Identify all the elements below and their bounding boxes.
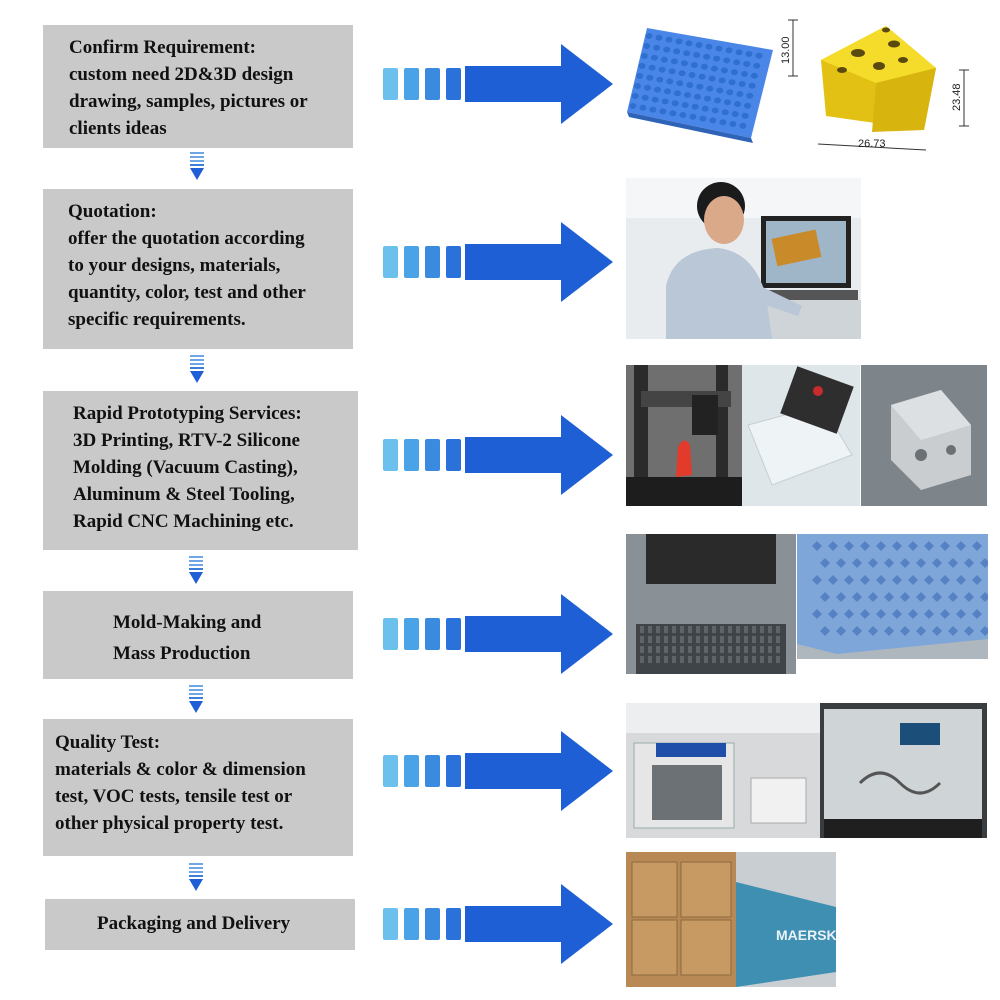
down-arrow-icon xyxy=(190,355,204,383)
step-line: Rapid CNC Machining etc. xyxy=(73,511,294,532)
right-arrow-icon xyxy=(383,222,615,302)
step-title: Quality Test: xyxy=(55,732,161,753)
right-arrow-icon xyxy=(383,731,615,811)
step-line: Molding (Vacuum Casting), xyxy=(73,457,298,478)
3d-printer-photo xyxy=(626,365,742,506)
step-title: Mold-Making and xyxy=(113,612,262,633)
down-arrow-icon xyxy=(189,863,203,891)
dimension-label-height: 13.00 xyxy=(780,36,792,64)
right-arrow-icon xyxy=(383,415,615,495)
silicone-mold-photo xyxy=(742,365,860,506)
step-line: specific requirements. xyxy=(68,309,246,330)
step-title: Rapid Prototyping Services: xyxy=(73,403,302,424)
step-line: 3D Printing, RTV-2 Silicone xyxy=(73,430,300,451)
silicone-tray-image xyxy=(625,20,775,145)
engineer-workstation-photo xyxy=(626,178,861,339)
step-line: other physical property test. xyxy=(55,813,284,834)
step-box-packaging-delivery: Packaging and Delivery xyxy=(45,899,355,950)
step-box-quality-test: Quality Test: materials & color & dimens… xyxy=(43,719,353,856)
step-box-confirm-requirement: Confirm Requirement: custom need 2D&3D d… xyxy=(43,25,353,148)
step-line: Aluminum & Steel Tooling, xyxy=(73,484,295,505)
production-machine-photo xyxy=(626,534,796,674)
dimension-label-width: 26.73 xyxy=(858,138,886,150)
step-box-quotation: Quotation: offer the quotation according… xyxy=(43,189,353,349)
right-arrow-icon xyxy=(383,884,615,964)
down-arrow-icon xyxy=(190,152,204,180)
step-line: drawing, samples, pictures or xyxy=(69,91,308,112)
right-arrow-icon xyxy=(383,594,615,674)
down-arrow-icon xyxy=(189,685,203,713)
step-line: test, VOC tests, tensile test or xyxy=(55,786,293,807)
container-label: MAERSK xyxy=(776,927,836,943)
aluminum-tooling-photo xyxy=(861,365,987,506)
blue-tray-closeup-photo xyxy=(797,534,988,659)
step-box-rapid-prototyping: Rapid Prototyping Services: 3D Printing,… xyxy=(43,391,358,550)
down-arrow-icon xyxy=(189,556,203,584)
dimension-label-depth: 23.48 xyxy=(951,83,963,111)
step-box-mold-making: Mold-Making and Mass Production xyxy=(43,591,353,679)
step-title: Confirm Requirement: xyxy=(69,37,256,58)
step-title: Packaging and Delivery xyxy=(97,913,291,934)
step-line: materials & color & dimension xyxy=(55,759,306,780)
cheese-design-drawing: 13.00 23.48 26.73 xyxy=(776,8,991,178)
step-line: custom need 2D&3D design xyxy=(69,64,294,85)
step-line: clients ideas xyxy=(69,118,167,139)
right-arrow-icon xyxy=(383,44,615,124)
test-chamber-photo xyxy=(626,703,820,838)
step-title: Quotation: xyxy=(68,201,157,222)
step-line: to your designs, materials, xyxy=(68,255,281,276)
step-line: offer the quotation according xyxy=(68,228,305,249)
packaging-delivery-photo: MAERSK xyxy=(626,852,836,987)
measurement-screen-photo xyxy=(820,703,987,838)
step-line: Mass Production xyxy=(113,643,251,664)
step-line: quantity, color, test and other xyxy=(68,282,306,303)
